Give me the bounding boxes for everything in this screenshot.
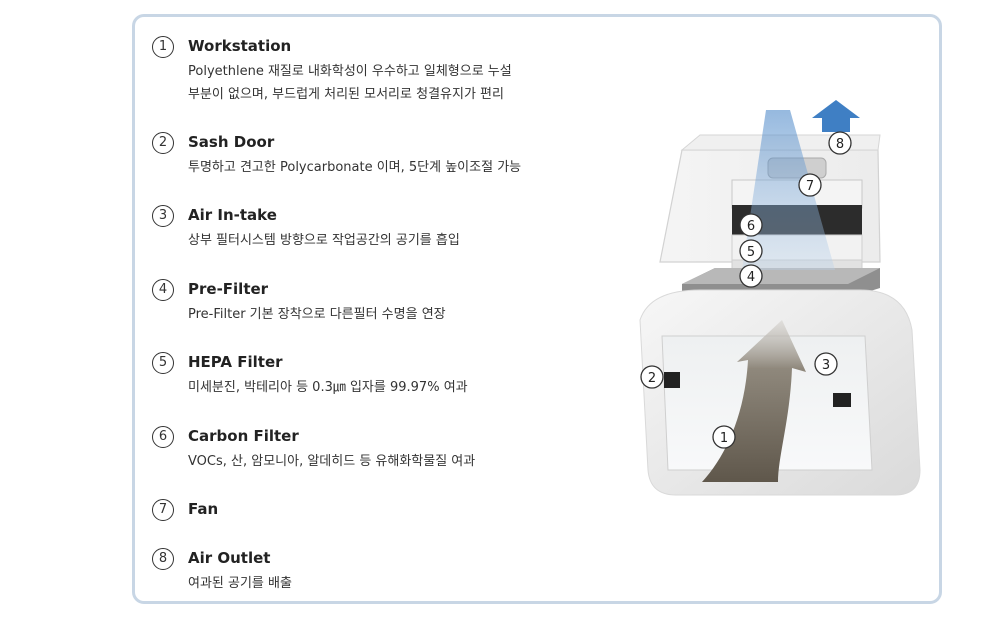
air-intake-arrow-icon	[702, 320, 806, 482]
description-line: Polyethlene 재질로 내화학성이 우수하고 일체형으로 누설	[188, 64, 512, 79]
sash-handle-left	[664, 372, 680, 388]
callout-3: 3	[814, 352, 838, 376]
feature-number: 3	[152, 205, 174, 227]
feature-number: 8	[152, 548, 174, 570]
callout-7: 7	[798, 173, 822, 197]
feature-description: VOCs, 산, 암모니아, 알데히드 등 유해화학물질 여과	[188, 450, 475, 473]
callout-5: 5	[739, 239, 763, 263]
feature-description: 상부 필터시스템 방향으로 작업공간의 공기를 흡입	[188, 229, 460, 252]
sash-handle-right	[833, 393, 851, 407]
callout-label: 8	[836, 137, 844, 152]
feature-title: HEPA Filter	[188, 353, 283, 371]
callout-label: 2	[648, 371, 656, 386]
feature-description: 여과된 공기를 배출	[188, 572, 292, 595]
callout-8: 8	[828, 131, 852, 155]
feature-number: 7	[152, 499, 174, 521]
callout-label: 1	[720, 431, 728, 446]
callout-6: 6	[739, 213, 763, 237]
callout-markers: 1 2 3 4 5 6 7 8	[640, 131, 852, 449]
feature-description: 투명하고 견고한 Polycarbonate 이며, 5단계 높이조절 가능	[188, 156, 521, 179]
feature-title: Air Outlet	[188, 549, 271, 567]
feature-number: 1	[152, 36, 174, 58]
description-line: 부분이 없으며, 부드럽게 처리된 모서리로 청결유지가 편리	[188, 87, 504, 102]
feature-description: 미세분진, 박테리아 등 0.3㎛ 입자를 99.97% 여과	[188, 376, 468, 399]
callout-label: 3	[822, 358, 830, 373]
callout-label: 5	[747, 245, 755, 260]
callout-label: 7	[806, 179, 814, 194]
feature-description: Polyethlene 재질로 내화학성이 우수하고 일체형으로 누설 부분이 …	[188, 60, 512, 106]
feature-title: Fan	[188, 500, 219, 518]
feature-title: Pre-Filter	[188, 280, 269, 298]
fume-hood-illustration: 1 2 3 4 5 6 7 8	[639, 100, 921, 496]
feature-title: Carbon Filter	[188, 427, 299, 445]
feature-title: Air In-take	[188, 206, 277, 224]
description-line: 미세분진, 박테리아 등 0.3㎛ 입자를 99.97% 여과	[188, 380, 468, 395]
description-line: VOCs, 산, 암모니아, 알데히드 등 유해화학물질 여과	[188, 454, 476, 469]
description-line: Pre-Filter 기본 장착으로 다른필터 수명을 연장	[188, 307, 446, 322]
feature-number: 5	[152, 352, 174, 374]
description-line: 여과된 공기를 배출	[188, 576, 292, 591]
air-flow-arrow	[742, 110, 835, 270]
callout-2: 2	[640, 365, 664, 389]
callout-1: 1	[712, 425, 736, 449]
air-outlet-arrow-icon	[812, 100, 860, 132]
callout-label: 6	[747, 219, 755, 234]
callout-label: 4	[747, 270, 755, 285]
callout-4: 4	[739, 264, 763, 288]
feature-number: 4	[152, 279, 174, 301]
feature-number: 2	[152, 132, 174, 154]
description-line: 상부 필터시스템 방향으로 작업공간의 공기를 흡입	[188, 233, 460, 248]
description-line: 투명하고 견고한 Polycarbonate 이며, 5단계 높이조절 가능	[188, 160, 522, 175]
feature-number: 6	[152, 426, 174, 448]
feature-title: Sash Door	[188, 133, 275, 151]
feature-title: Workstation	[188, 37, 292, 55]
feature-description: Pre-Filter 기본 장착으로 다른필터 수명을 연장	[188, 303, 446, 326]
